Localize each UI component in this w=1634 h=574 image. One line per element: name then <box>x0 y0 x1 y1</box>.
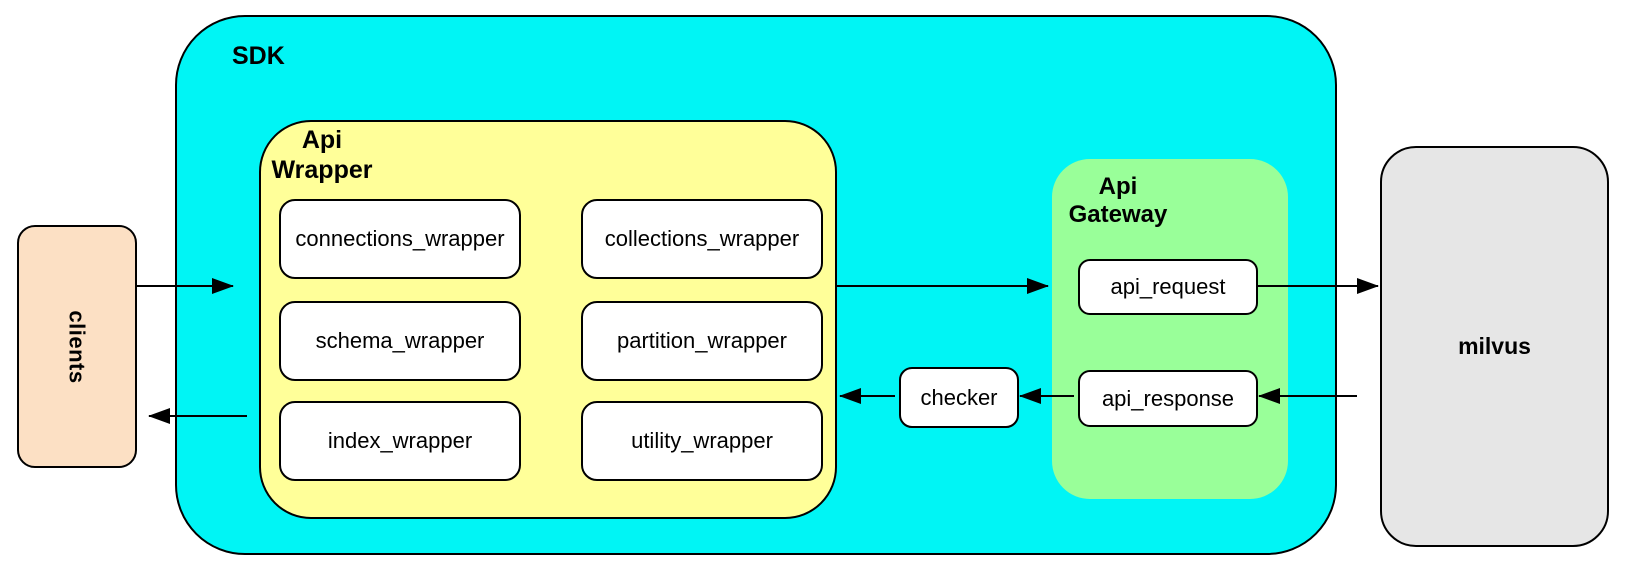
api-gateway-label-line2: Gateway <box>1068 201 1168 228</box>
api-gateway-label: Api Gateway <box>1043 173 1193 229</box>
node-milvus: milvus <box>1380 146 1609 547</box>
node-utility-wrapper: utility_wrapper <box>581 401 823 481</box>
node-label: connections_wrapper <box>295 226 505 251</box>
node-checker: checker <box>899 367 1019 428</box>
api-wrapper-container: Api Wrapper connections_wrapper collecti… <box>259 120 837 519</box>
node-partition-wrapper: partition_wrapper <box>581 301 823 381</box>
node-clients: clients <box>17 225 137 468</box>
api-wrapper-label-line1: Api <box>301 126 343 154</box>
api-gateway-label-line1: Api <box>1098 173 1138 200</box>
node-label: partition_wrapper <box>617 328 787 353</box>
node-label: schema_wrapper <box>315 328 485 353</box>
api-gateway-container: Api Gateway api_request api_response <box>1052 159 1288 499</box>
node-label: utility_wrapper <box>631 428 773 453</box>
sdk-container: SDK Api Wrapper connections_wrapper coll… <box>175 15 1337 555</box>
node-label: api_response <box>1101 385 1235 411</box>
node-index-wrapper: index_wrapper <box>279 401 521 481</box>
api-wrapper-label-line2: Wrapper <box>271 156 373 184</box>
node-label: index_wrapper <box>327 428 473 453</box>
node-api-response: api_response <box>1078 370 1258 427</box>
node-label: api_request <box>1110 274 1226 299</box>
node-collections-wrapper: collections_wrapper <box>581 199 823 279</box>
node-connections-wrapper: connections_wrapper <box>279 199 521 279</box>
node-label: checker <box>920 384 998 410</box>
node-schema-wrapper: schema_wrapper <box>279 301 521 381</box>
milvus-label: milvus <box>1458 333 1531 359</box>
node-api-request: api_request <box>1078 259 1258 315</box>
node-label: collections_wrapper <box>604 226 800 251</box>
clients-label: clients <box>64 309 90 384</box>
api-wrapper-label: Api Wrapper <box>247 125 397 185</box>
sdk-label: SDK <box>232 42 285 70</box>
